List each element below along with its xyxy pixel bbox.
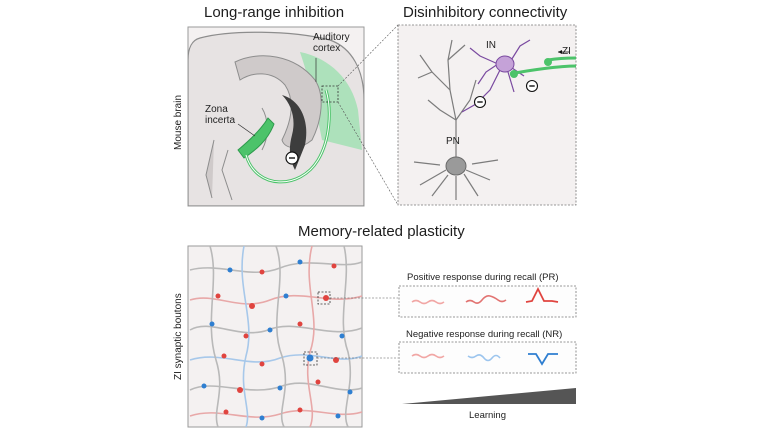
zona-incerta-region	[237, 117, 275, 159]
pr-trace-late	[525, 286, 559, 303]
long-range-title: Long-range inhibition	[204, 4, 345, 21]
pr-label: Positive response during recall (PR)	[407, 272, 559, 283]
pn-label: PN	[446, 136, 460, 147]
nr-bouton-box	[303, 351, 318, 366]
pr-trace-mid	[465, 295, 507, 304]
brain-panel	[187, 24, 399, 207]
pr-traces	[398, 285, 577, 318]
nr-label: Negative response during recall (NR)	[406, 329, 563, 340]
in-label: IN	[486, 40, 496, 51]
nr-trace-early	[411, 353, 445, 359]
auditory-cortex-region	[300, 52, 362, 150]
plasticity-title: Memory-related plasticity	[298, 223, 465, 240]
pr-trace-early	[411, 299, 445, 305]
nr-trace-late	[528, 353, 558, 366]
nr-trace-mid	[467, 354, 501, 362]
neuron-panel	[397, 24, 577, 206]
learning-label: Learning	[469, 410, 506, 421]
zona-incerta-label: Zona incerta	[205, 104, 236, 126]
pn-soma	[445, 156, 467, 176]
zi-label: ZI	[562, 46, 571, 57]
learning-wedge	[402, 388, 576, 404]
nr-traces	[398, 341, 577, 374]
bouton-panel	[187, 245, 398, 428]
disinhibitory-title: Disinhibitory connectivity	[403, 4, 568, 21]
in-soma	[495, 55, 515, 73]
pn-neuron	[413, 39, 499, 200]
auditory-cortex-label: Auditory cortex	[313, 32, 350, 54]
callout-box	[321, 85, 339, 103]
